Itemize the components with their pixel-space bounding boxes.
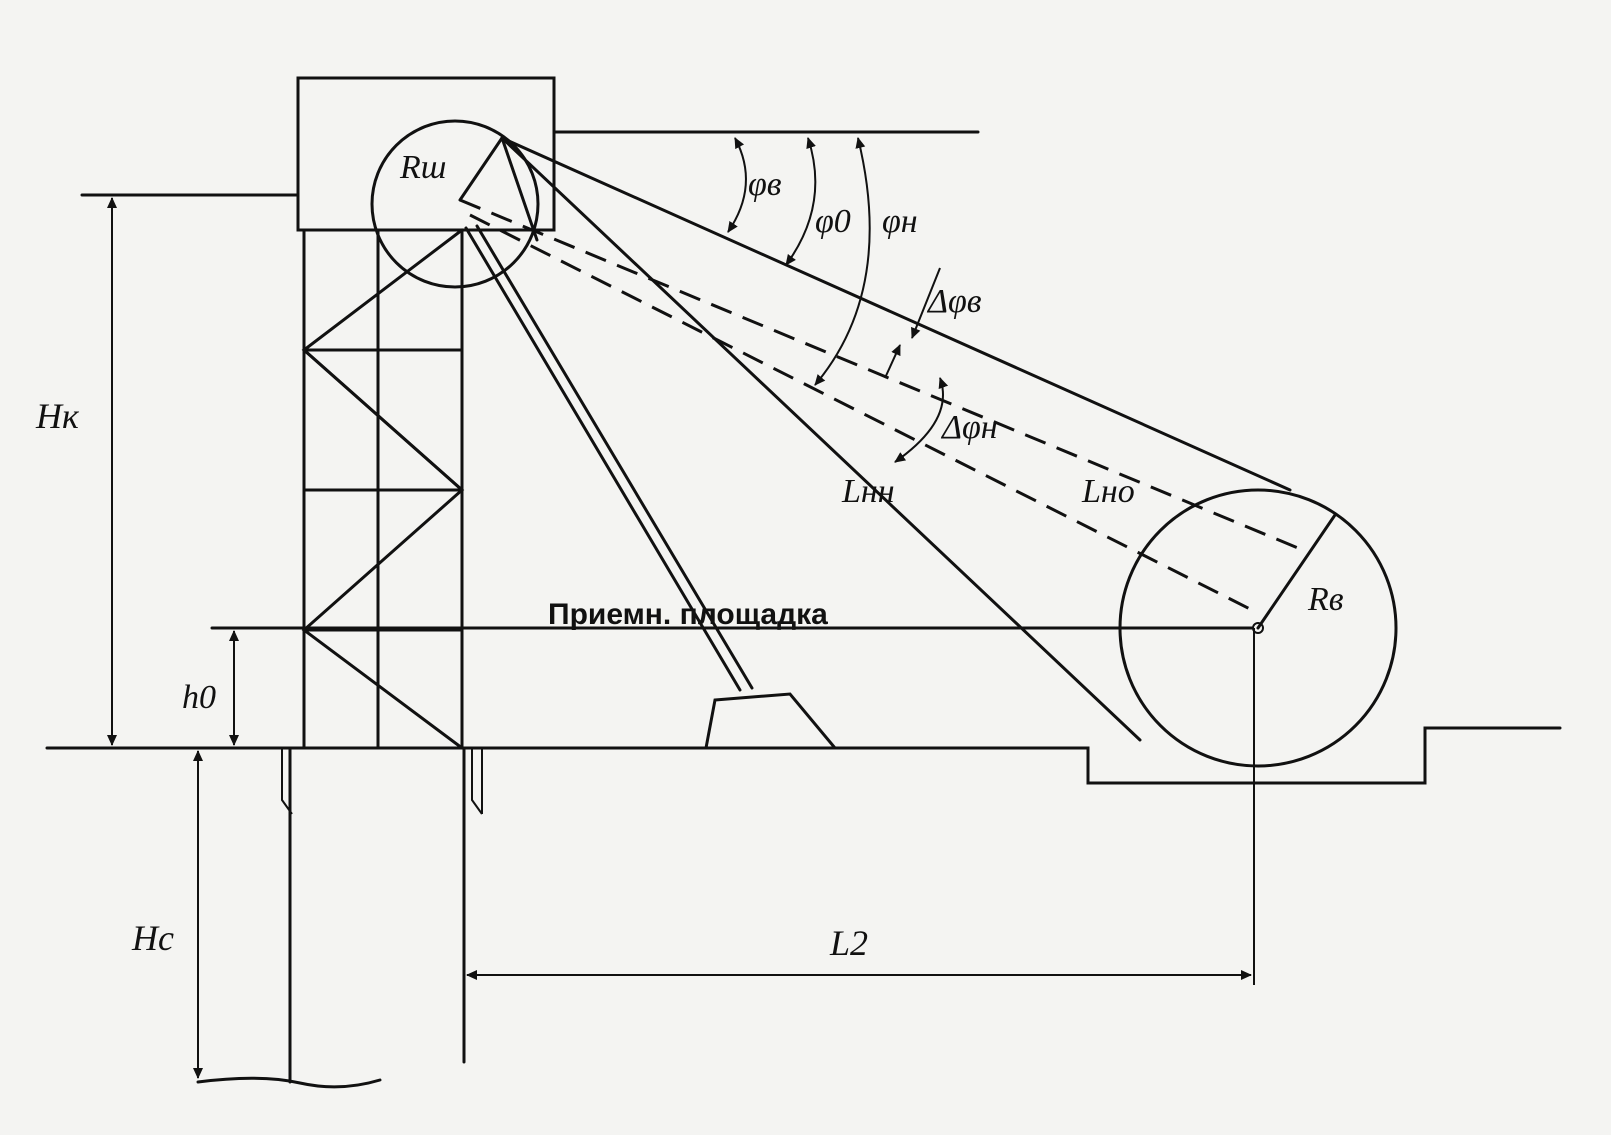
- arc-phi-v: [727, 137, 747, 233]
- label-platform: Приемн. площадка: [548, 598, 828, 631]
- label-l-2: L2: [829, 923, 868, 963]
- label-phi-n: φн: [882, 203, 918, 240]
- arc-dphi-n: [894, 377, 949, 463]
- label-dphi-v: Δφв: [926, 283, 982, 320]
- arrow-dphi-v-bottom: [884, 344, 901, 379]
- label-phi-v: φв: [748, 166, 782, 203]
- label-r-v: Rв: [1307, 581, 1344, 618]
- label-h-c: Hс: [131, 918, 174, 958]
- rope-axis-dashed: [459, 198, 1299, 550]
- drum-radius: [1256, 513, 1337, 630]
- label-h-0: h0: [182, 679, 216, 716]
- headframe-head: [296, 76, 556, 232]
- shaft: [196, 746, 483, 1089]
- arc-phi-n: [814, 137, 871, 386]
- label-phi-0: φ0: [815, 203, 851, 240]
- rope-upper: [500, 136, 1292, 492]
- sheave-radius: [458, 134, 539, 242]
- ground-line: [45, 726, 1562, 785]
- label-l-n-n: Lнн: [841, 473, 895, 510]
- rope-center-dashed: [469, 213, 1253, 612]
- inclined-strut: [464, 224, 839, 750]
- sheave-circle: [370, 119, 540, 289]
- arc-phi-0: [785, 137, 817, 266]
- label-l-n-o: Lно: [1081, 473, 1135, 510]
- drum-circle: [1118, 488, 1398, 768]
- headframe-tower: [301, 228, 465, 750]
- arrow-dphi-v-top: [911, 267, 941, 339]
- label-h-k: Hк: [35, 396, 80, 436]
- rope-lower: [500, 136, 1142, 742]
- label-dphi-n: Δφн: [940, 409, 998, 446]
- label-r-sh: Rш: [399, 149, 446, 186]
